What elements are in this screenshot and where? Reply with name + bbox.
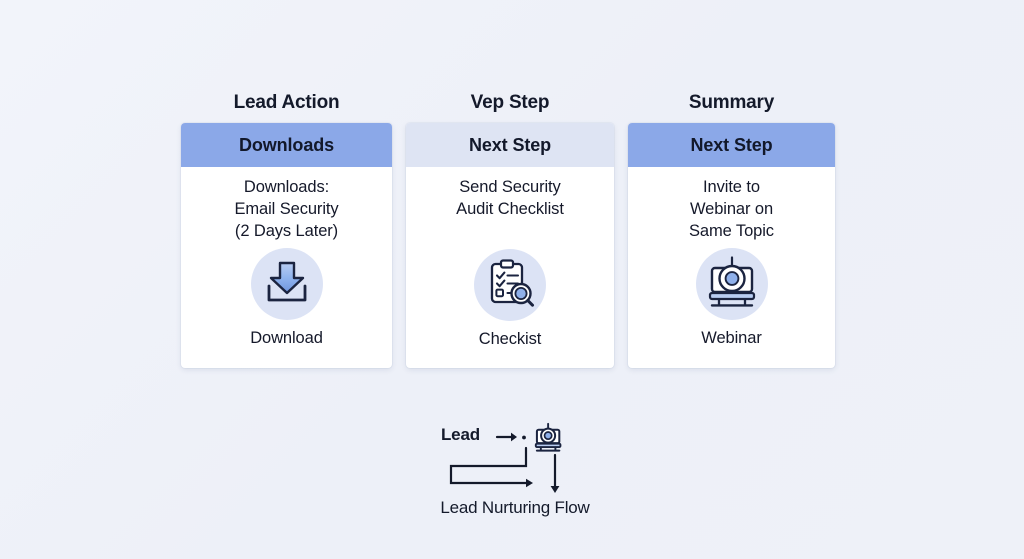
card-description-checklist: Send Security Audit Checklist	[456, 178, 564, 219]
column-title-summary: Summary	[688, 92, 775, 113]
flow-loop-arrowhead	[526, 478, 533, 488]
flow-down-arrowhead	[550, 486, 560, 493]
flow-loop-path	[449, 446, 530, 485]
icon-label-checklist: Checkist	[478, 330, 542, 349]
column-vep-step: Vep Step Next Step Send Security Audit C…	[406, 93, 614, 368]
column-title-lead-action: Lead Action	[233, 92, 340, 113]
column-title-vep-step: Vep Step	[470, 92, 550, 113]
flow-node-dot	[522, 435, 526, 440]
card-body-checklist: Send Security Audit Checklist	[406, 167, 614, 368]
column-group: Lead Action Downloads Downloads: Email S…	[181, 93, 835, 368]
checklist-search-icon	[484, 257, 536, 314]
card-body-downloads: Downloads: Email Security (2 Days Later)	[181, 167, 392, 368]
flow-webinar-camera-icon	[534, 422, 562, 452]
card-body-webinar: Invite to Webinar on Same Topic	[628, 167, 835, 368]
column-summary: Summary Next Step Invite to Webinar on S…	[628, 93, 835, 368]
column-lead-action: Lead Action Downloads Downloads: Email S…	[181, 93, 392, 368]
icon-circle-download	[250, 248, 323, 321]
download-icon	[262, 259, 312, 310]
card-next-step-webinar[interactable]: Next Step Invite to Webinar on Same Topi…	[628, 123, 835, 368]
card-header-downloads: Downloads	[181, 123, 392, 167]
card-description-downloads: Downloads: Email Security (2 Days Later)	[234, 178, 339, 241]
icon-label-webinar: Webinar	[701, 329, 762, 348]
card-header-next-step-checklist: Next Step	[406, 123, 614, 167]
flow-arrow-right-icon	[495, 432, 517, 442]
card-downloads[interactable]: Downloads Downloads: Email Security (2 D…	[181, 123, 392, 368]
lead-nurturing-flow: Lead	[425, 420, 605, 520]
card-description-webinar: Invite to Webinar on Same Topic	[689, 178, 774, 241]
flow-connectors	[449, 422, 562, 493]
icon-circle-webinar	[695, 248, 768, 321]
flow-caption: Lead Nurturing Flow	[440, 498, 590, 517]
card-header-next-step-webinar: Next Step	[628, 123, 835, 167]
card-next-step-checklist[interactable]: Next Step Send Security Audit Checklist	[406, 123, 614, 368]
icon-label-download: Download	[250, 329, 323, 348]
webinar-camera-icon	[705, 256, 759, 313]
flow-lead-label: Lead	[441, 425, 480, 444]
icon-circle-checklist	[474, 249, 546, 322]
